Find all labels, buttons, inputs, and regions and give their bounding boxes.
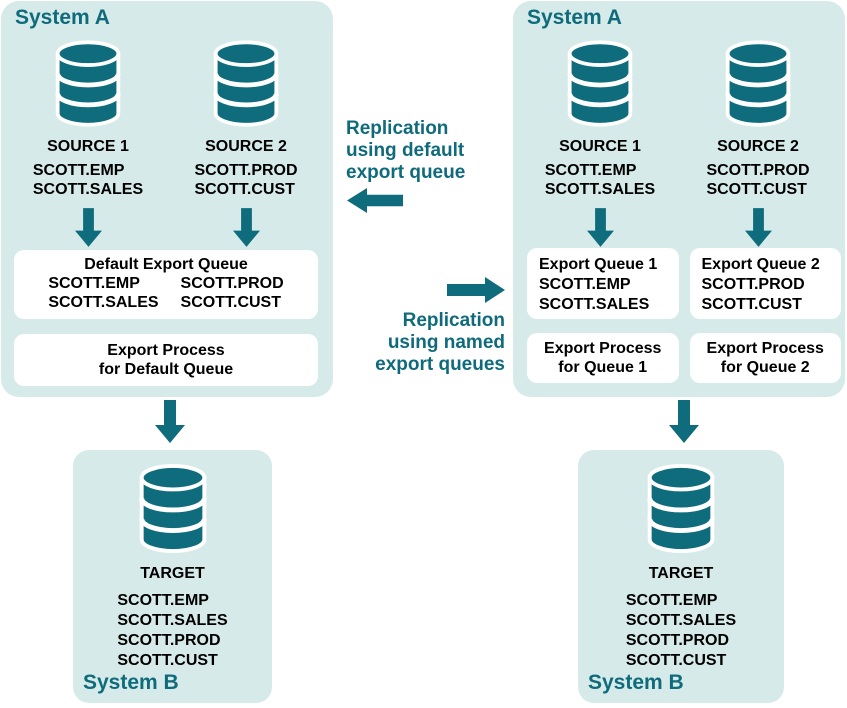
- table-name: SCOTT.PROD: [701, 276, 805, 293]
- table-name: SCOTT.CUST: [625, 652, 727, 669]
- process-line: for Default Queue: [98, 361, 234, 378]
- export-process-1-box: Export Process for Queue 1: [527, 333, 679, 383]
- caption-line: export queues: [375, 354, 505, 375]
- process-line: for Queue 2: [720, 359, 810, 376]
- down-arrow-icon: [744, 208, 772, 247]
- down-arrow-icon: [586, 208, 614, 247]
- default-export-queue-box: Default Export Queue SCOTT.EMP SCOTT.SAL…: [14, 250, 318, 319]
- table-name: SCOTT.SALES: [32, 181, 144, 198]
- down-arrow-icon: [669, 400, 699, 443]
- caption-line: export queue: [346, 162, 466, 183]
- process-line: Export Process: [544, 340, 662, 357]
- table-name: SCOTT.SALES: [117, 612, 228, 629]
- table-name: SCOTT.PROD: [194, 162, 298, 179]
- database-icon: [647, 463, 715, 554]
- caption-line: using named: [387, 332, 505, 353]
- table-name: SCOTT.SALES: [544, 181, 656, 198]
- database-icon: [55, 40, 121, 127]
- source-2-column: SOURCE 2 SCOTT.PROD SCOTT.CUST: [176, 39, 316, 247]
- table-name: SCOTT.CUST: [117, 652, 218, 669]
- source-label: SOURCE 2: [205, 138, 287, 155]
- target-label: TARGET: [648, 565, 714, 582]
- table-name: SCOTT.SALES: [48, 294, 159, 311]
- left-arrow-icon: [347, 188, 403, 213]
- system-a-named-panel: System A SOURCE 1 SCOTT.EMP SCOTT.SALES: [513, 1, 845, 397]
- table-name: SCOTT.PROD: [180, 275, 284, 292]
- table-name: SCOTT.CUST: [706, 181, 807, 198]
- target-label: TARGET: [140, 565, 205, 582]
- table-name: SCOTT.CUST: [701, 296, 802, 313]
- export-process-2-box: Export Process for Queue 2: [689, 333, 841, 383]
- system-a-default-panel: System A SOURCE 1 SCOTT.EMP SCOTT.SALES: [1, 1, 333, 397]
- queue-title: Export Queue 2: [701, 256, 820, 273]
- source-2-column: SOURCE 2 SCOTT.PROD SCOTT.CUST: [688, 39, 828, 247]
- table-name: SCOTT.PROD: [625, 632, 729, 649]
- table-name: SCOTT.SALES: [539, 296, 650, 313]
- queue-title: Export Queue 1: [539, 256, 658, 273]
- source-label: SOURCE 1: [47, 138, 129, 155]
- process-line: Export Process: [706, 340, 824, 357]
- table-name: SCOTT.PROD: [706, 162, 810, 179]
- table-name: SCOTT.EMP: [544, 162, 637, 179]
- system-b-named-panel: TARGET SCOTT.EMP SCOTT.SALES SCOTT.PROD …: [578, 450, 784, 703]
- queue-column-2: SCOTT.PROD SCOTT.CUST: [181, 274, 284, 312]
- right-arrow-icon: [447, 277, 505, 303]
- process-line: for Queue 1: [558, 359, 648, 376]
- queue-title: Default Export Queue: [84, 256, 248, 273]
- database-icon: [725, 40, 791, 127]
- source-label: SOURCE 2: [717, 138, 799, 155]
- system-b-default-panel: TARGET SCOTT.EMP SCOTT.SALES SCOTT.PROD …: [73, 450, 272, 703]
- caption-line: Replication: [346, 118, 449, 139]
- default-replication-caption: Replication using default export queue: [346, 118, 465, 184]
- caption-line: using default: [346, 140, 465, 161]
- database-icon: [138, 463, 207, 554]
- table-name: SCOTT.PROD: [117, 632, 221, 649]
- system-b-title: System B: [588, 671, 684, 694]
- table-name: SCOTT.EMP: [32, 162, 125, 179]
- export-queue-2-box: Export Queue 2 SCOTT.PROD SCOTT.CUST: [689, 248, 841, 319]
- process-line: Export Process: [107, 342, 225, 359]
- named-replication-caption: Replication using named export queues: [335, 310, 505, 376]
- table-name: SCOTT.EMP: [48, 275, 140, 292]
- export-queue-1-box: Export Queue 1 SCOTT.EMP SCOTT.SALES: [527, 248, 679, 319]
- database-icon: [567, 40, 633, 127]
- system-a-title: System A: [15, 6, 110, 29]
- source-1-column: SOURCE 1 SCOTT.EMP SCOTT.SALES: [18, 39, 158, 247]
- table-name: SCOTT.EMP: [539, 276, 631, 293]
- database-icon: [213, 40, 279, 127]
- queue-column-1: SCOTT.EMP SCOTT.SALES: [48, 274, 158, 312]
- sources-row: SOURCE 1 SCOTT.EMP SCOTT.SALES SOURCE 2: [513, 39, 845, 247]
- down-arrow-icon: [155, 400, 185, 443]
- system-a-title: System A: [527, 6, 622, 29]
- table-name: SCOTT.CUST: [180, 294, 281, 311]
- caption-line: Replication: [402, 310, 505, 331]
- down-arrow-icon: [232, 208, 260, 247]
- down-arrow-icon: [74, 208, 102, 247]
- table-name: SCOTT.SALES: [625, 612, 737, 629]
- table-name: SCOTT.EMP: [117, 592, 209, 609]
- source-label: SOURCE 1: [559, 138, 641, 155]
- table-name: SCOTT.CUST: [194, 181, 295, 198]
- table-name: SCOTT.EMP: [625, 592, 718, 609]
- system-b-title: System B: [83, 671, 179, 694]
- sources-row: SOURCE 1 SCOTT.EMP SCOTT.SALES SOURCE 2: [1, 39, 333, 247]
- source-1-column: SOURCE 1 SCOTT.EMP SCOTT.SALES: [530, 39, 670, 247]
- export-process-box: Export Process for Default Queue: [14, 334, 318, 386]
